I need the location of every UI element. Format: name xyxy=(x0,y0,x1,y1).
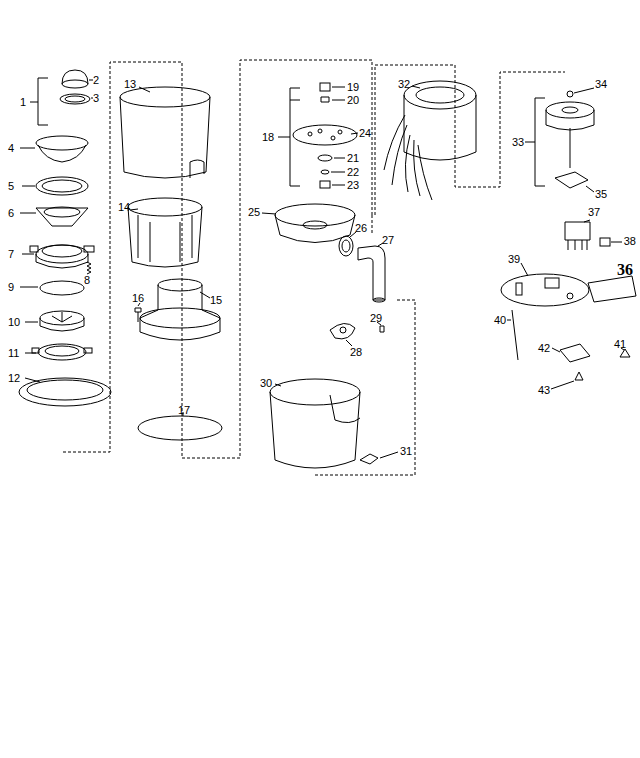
callout-number: 9 xyxy=(8,281,14,293)
callout-number: 23 xyxy=(347,179,359,191)
callout-number: 42 xyxy=(538,342,550,354)
callout-number: 32 xyxy=(398,78,410,90)
callout-number: 15 xyxy=(210,294,222,306)
callout-number: 34 xyxy=(595,78,607,90)
callout-number: 37 xyxy=(588,206,600,218)
callout-number: 19 xyxy=(347,81,359,93)
callout-number: 22 xyxy=(347,166,359,178)
callout-number: 38 xyxy=(624,235,636,247)
callout-number: 40 xyxy=(494,314,506,326)
callout-number: 24 xyxy=(359,127,371,139)
callout-number: 1 xyxy=(20,96,26,108)
callout-number: 14 xyxy=(118,201,130,213)
callout-number: 17 xyxy=(178,404,190,416)
callout-number: 13 xyxy=(124,78,136,90)
callout-number: 36 xyxy=(617,262,633,278)
callout-number: 2 xyxy=(93,74,99,86)
callout-number: 21 xyxy=(347,152,359,164)
callout-number: 6 xyxy=(8,207,14,219)
callout-number: 3 xyxy=(93,92,99,104)
callout-number: 41 xyxy=(614,338,626,350)
callout-number: 43 xyxy=(538,384,550,396)
callout-number: 33 xyxy=(512,136,524,148)
callout-number: 10 xyxy=(8,316,20,328)
callout-number: 7 xyxy=(8,248,14,260)
callout-number: 27 xyxy=(382,234,394,246)
callout-number: 16 xyxy=(132,292,144,304)
callout-number: 18 xyxy=(262,131,274,143)
callout-number: 30 xyxy=(260,377,272,389)
callout-number: 11 xyxy=(8,347,19,359)
callout-number: 39 xyxy=(508,253,520,265)
callout-number: 4 xyxy=(8,142,14,154)
callout-number: 26 xyxy=(355,222,367,234)
group-outline xyxy=(63,60,565,475)
callout-number: 12 xyxy=(8,372,20,384)
callout-number: 25 xyxy=(248,206,260,218)
callout-number: 35 xyxy=(595,188,607,200)
callout-number: 8 xyxy=(84,274,90,286)
callout-number: 20 xyxy=(347,94,359,106)
callout-number: 31 xyxy=(400,445,412,457)
callout-number: 29 xyxy=(370,312,382,324)
callout-number: 28 xyxy=(350,346,362,358)
callout-number: 5 xyxy=(8,180,14,192)
